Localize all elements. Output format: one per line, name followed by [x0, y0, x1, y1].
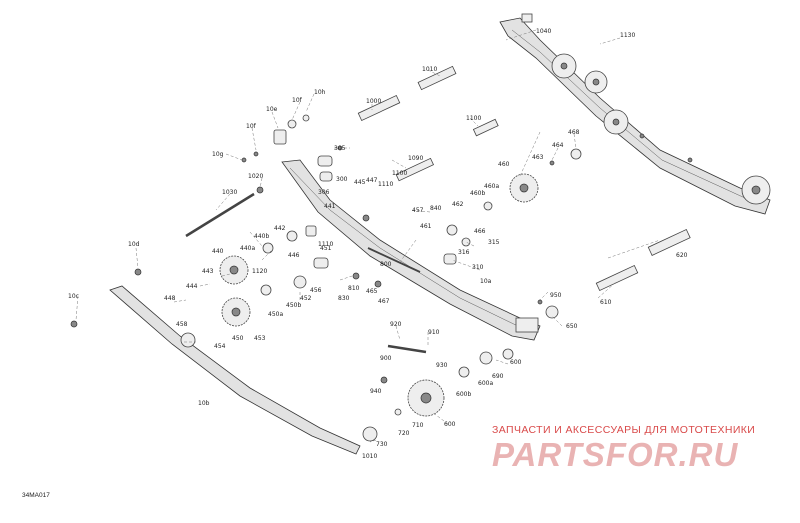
callout-10e: 10e	[266, 106, 278, 113]
callout-451: 451	[320, 245, 332, 252]
callout-1090: 1090	[408, 155, 423, 162]
callout-446: 446	[288, 252, 300, 259]
callout-447: 447	[366, 177, 378, 184]
callout-650: 650	[566, 323, 578, 330]
callout-720: 720	[398, 430, 410, 437]
callout-463: 463	[532, 154, 544, 161]
callout-315: 315	[488, 239, 500, 246]
callout-1100-lower: 1100	[392, 170, 407, 177]
watermark-logo: PARTSFOR.RU	[492, 436, 739, 473]
callout-710: 710	[412, 422, 424, 429]
leader-lines	[75, 29, 661, 443]
callout-10c: 10c	[68, 293, 79, 300]
callout-468: 468	[568, 129, 580, 136]
callout-1110-lower: 1110	[318, 241, 333, 248]
callout-1100-upper: 1100	[466, 115, 481, 122]
callout-950: 950	[550, 292, 562, 299]
callout-454: 454	[214, 343, 226, 350]
callout-467: 467	[378, 298, 390, 305]
callout-810: 810	[348, 285, 360, 292]
callout-930: 930	[436, 362, 448, 369]
callout-443: 443	[202, 268, 214, 275]
callout-920: 920	[390, 321, 402, 328]
callout-600a: 600a	[478, 380, 493, 387]
center-rail	[281, 159, 541, 341]
callout-466: 466	[474, 228, 486, 235]
shafts	[185, 65, 691, 354]
callout-940: 940	[370, 388, 382, 395]
callout-440a: 440a	[240, 245, 255, 252]
callout-690: 690	[492, 373, 504, 380]
callout-620: 620	[676, 252, 688, 259]
callout-450b: 450b	[286, 302, 301, 309]
callout-10b: 10b	[198, 400, 210, 407]
right-rail	[499, 13, 771, 215]
callout-910: 910	[428, 329, 440, 336]
callout-610: 610	[600, 299, 612, 306]
callout-1110: 1110	[378, 181, 393, 188]
callout-442: 442	[274, 225, 286, 232]
wheels	[219, 173, 539, 417]
callout-1010: 1010	[422, 66, 437, 73]
callout-600-right: 600	[510, 359, 522, 366]
callout-460b: 460b	[470, 190, 485, 197]
callout-10f-upper: 10f	[292, 97, 303, 104]
callout-10g: 10g	[212, 151, 224, 158]
callout-306: 306	[318, 189, 330, 196]
callout-310: 310	[472, 264, 484, 271]
callout-441: 441	[324, 203, 336, 210]
callout-450: 453	[254, 335, 266, 342]
callout-10f-lower: 10f	[246, 123, 257, 130]
callout-462: 462	[452, 201, 464, 208]
callout-456: 456	[310, 287, 322, 294]
callout-830: 830	[338, 295, 350, 302]
callout-464: 464	[552, 142, 564, 149]
callout-1130: 1130	[620, 32, 635, 39]
callout-440: 440	[212, 248, 224, 255]
callout-465: 465	[366, 288, 378, 295]
callout-305: 305	[334, 145, 346, 152]
callout-1120: 1120	[252, 268, 267, 275]
callout-840: 840	[430, 205, 442, 212]
callout-730: 730	[376, 441, 388, 448]
slider-10b	[109, 285, 361, 455]
callout-460: 460	[498, 161, 510, 168]
callout-1020: 1020	[248, 173, 263, 180]
diagram-code: 34MA017	[22, 492, 50, 499]
callout-450a: 450a	[268, 311, 283, 318]
callout-440b: 440b	[254, 233, 269, 240]
callout-1000: 1000	[366, 98, 381, 105]
callout-labels: 1040 1130 1010 1000 10h 10f 10e 10f 10g …	[68, 28, 688, 460]
callout-452: 452	[300, 295, 312, 302]
small-parts	[70, 114, 582, 442]
callout-600b: 600b	[456, 391, 471, 398]
callout-10a: 10a	[480, 278, 492, 285]
callout-600-lower: 600	[444, 421, 456, 428]
callout-445: 445	[354, 179, 366, 186]
watermark-tagline: ЗАПЧАСТИ И АКСЕССУАРЫ ДЛЯ МОТОТЕХНИКИ	[492, 424, 756, 436]
callout-444: 444	[186, 283, 198, 290]
callout-1040: 1040	[536, 28, 551, 35]
callout-800: 800	[380, 261, 392, 268]
callout-460a: 460a	[484, 183, 499, 190]
callout-1030: 1030	[222, 189, 237, 196]
callout-461: 461	[420, 223, 432, 230]
callout-10d: 10d	[128, 241, 140, 248]
callout-453: 450	[232, 335, 244, 342]
callout-10h: 10h	[314, 89, 326, 96]
callout-900: 900	[380, 355, 392, 362]
callout-448: 448	[164, 295, 176, 302]
callout-1010-lower: 1010	[362, 453, 377, 460]
callout-316: 316	[458, 249, 470, 256]
callout-458: 458	[176, 321, 188, 328]
callout-457: 457	[412, 207, 424, 214]
callout-300: 300	[336, 176, 348, 183]
